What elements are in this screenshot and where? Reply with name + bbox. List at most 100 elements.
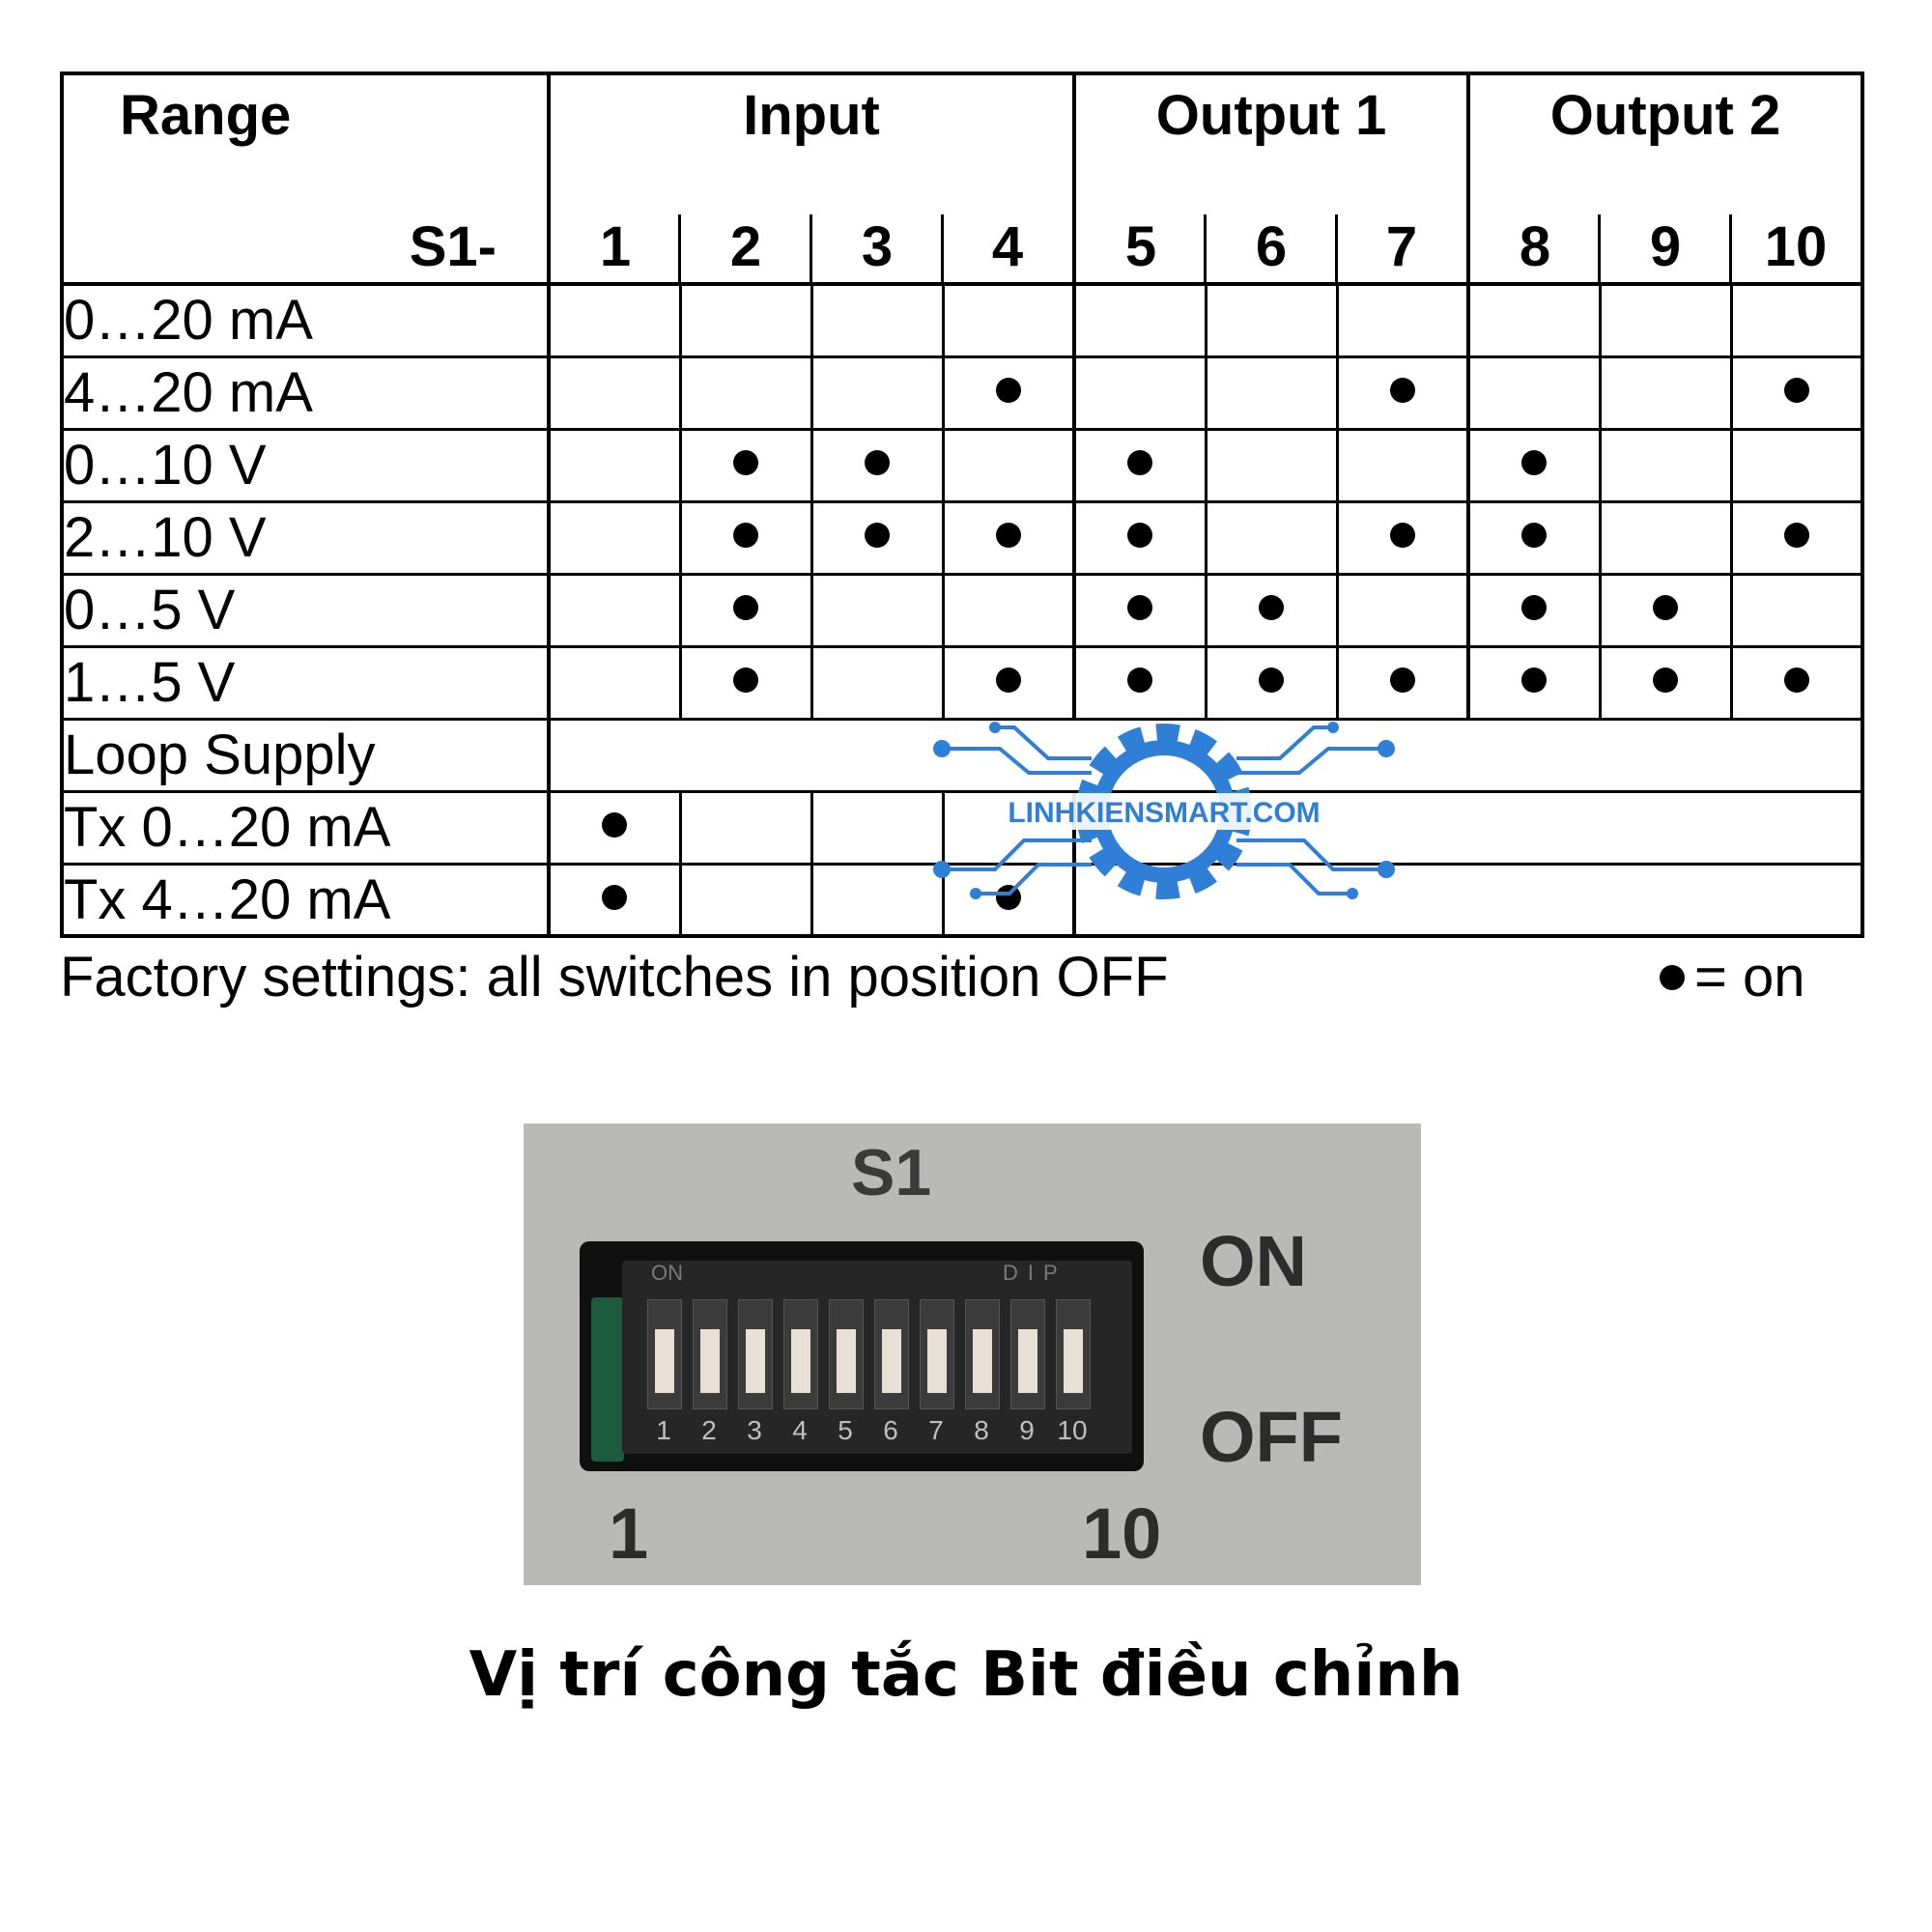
switch-cell bbox=[1731, 356, 1862, 431]
photo-last-number: 10 bbox=[1082, 1493, 1162, 1574]
table-row: 4…20 mA bbox=[62, 356, 1862, 431]
switch-cell bbox=[1074, 574, 1208, 648]
on-dot-icon bbox=[1259, 668, 1284, 693]
switch-cell bbox=[943, 501, 1076, 576]
on-dot-icon bbox=[733, 668, 758, 693]
on-dot-icon bbox=[733, 523, 758, 548]
switch-cell bbox=[811, 429, 945, 503]
on-dot-icon bbox=[865, 523, 890, 548]
dip-switch-number: 5 bbox=[838, 1415, 853, 1445]
switch-cell bbox=[1337, 574, 1470, 648]
switch-cell bbox=[1206, 284, 1339, 358]
switch-cell bbox=[1731, 284, 1862, 358]
dip-switch bbox=[647, 1299, 682, 1409]
switch-cell bbox=[1074, 356, 1208, 431]
switch-cell bbox=[811, 791, 945, 866]
switch-cell bbox=[943, 864, 1076, 936]
table-row: 0…5 V bbox=[62, 574, 1862, 648]
range-label: Loop Supply bbox=[62, 719, 551, 793]
dip-switch-number: 10 bbox=[1057, 1415, 1088, 1445]
switch-cell bbox=[943, 646, 1076, 721]
switch-cell bbox=[811, 284, 945, 358]
dip-switch bbox=[920, 1299, 954, 1409]
factory-settings-note: Factory settings: all switches in positi… bbox=[60, 946, 1169, 1009]
caption: Vị trí công tắc Bit điều chỉnh bbox=[469, 1639, 1463, 1711]
range-label: 0…20 mA bbox=[62, 284, 551, 358]
range-label: 2…10 V bbox=[62, 501, 551, 576]
on-dot-icon bbox=[602, 884, 628, 910]
watermark-logo: LINHKIENSMART.COM bbox=[933, 722, 1395, 899]
watermark-text-band bbox=[1017, 793, 1311, 830]
dip-lever bbox=[1018, 1329, 1037, 1393]
switch-cell bbox=[549, 429, 682, 503]
table-row: 2…10 V bbox=[62, 501, 1862, 576]
on-dot-icon bbox=[1783, 523, 1809, 548]
switch-cell bbox=[943, 356, 1076, 431]
photo-on-label: ON bbox=[1200, 1221, 1307, 1301]
dip-mark: DIP bbox=[1003, 1261, 1067, 1285]
switch-cell bbox=[1468, 429, 1602, 503]
on-dot-icon bbox=[1521, 450, 1548, 475]
switch-cell bbox=[1600, 356, 1733, 431]
group-header: Output 2 bbox=[1549, 84, 1781, 147]
range-header: Range bbox=[62, 73, 551, 211]
dip-switch-number: 6 bbox=[883, 1415, 898, 1445]
range-label: Tx 0…20 mA bbox=[62, 791, 551, 866]
legend-dot-icon bbox=[1660, 964, 1685, 990]
switch-number-header: 3 bbox=[811, 211, 944, 286]
switch-cell bbox=[1600, 429, 1733, 503]
switch-cell bbox=[680, 646, 813, 721]
switch-cell bbox=[1600, 646, 1733, 721]
table-row: Tx 4…20 mA bbox=[62, 864, 1862, 936]
switch-cell bbox=[1600, 501, 1733, 576]
s1-label: S1- bbox=[62, 211, 551, 286]
switch-cell bbox=[680, 501, 813, 576]
dip-switch bbox=[829, 1299, 864, 1409]
switch-cell bbox=[680, 791, 813, 866]
switch-cell bbox=[943, 429, 1076, 503]
dip-switch-number: 8 bbox=[974, 1415, 989, 1445]
switch-cell bbox=[1468, 356, 1602, 431]
switch-cell bbox=[1731, 646, 1862, 721]
group-header: Input bbox=[549, 73, 1076, 211]
switch-cell bbox=[811, 646, 945, 721]
switch-number-header: 6 bbox=[1206, 211, 1338, 286]
legend: = on bbox=[1660, 945, 1805, 1009]
switch-cell bbox=[1074, 429, 1208, 503]
switch-cell bbox=[1468, 646, 1602, 721]
switch-cell bbox=[680, 574, 813, 648]
switch-cell bbox=[943, 284, 1076, 358]
switch-cell bbox=[1468, 501, 1602, 576]
dip-switch bbox=[783, 1299, 818, 1409]
on-dot-icon bbox=[1521, 595, 1548, 620]
on-dot-icon bbox=[995, 378, 1021, 403]
dip-switch bbox=[693, 1299, 727, 1409]
switch-cell bbox=[549, 284, 682, 358]
switch-number-header: 8 bbox=[1468, 211, 1600, 286]
dip-lever bbox=[973, 1329, 992, 1393]
switch-cell bbox=[1468, 574, 1602, 648]
switch-cell bbox=[1337, 429, 1470, 503]
switch-cell bbox=[680, 284, 813, 358]
table-row: 1…5 V bbox=[62, 646, 1862, 721]
switch-number-header: 7 bbox=[1337, 211, 1470, 286]
switch-cell bbox=[1337, 356, 1470, 431]
switch-cell bbox=[1074, 284, 1208, 358]
switch-cell bbox=[1600, 574, 1733, 648]
switch-number-header: 5 bbox=[1074, 211, 1206, 286]
switch-cell bbox=[1731, 429, 1862, 503]
on-dot-icon bbox=[1127, 668, 1153, 693]
switch-cell bbox=[1731, 501, 1862, 576]
switch-cell bbox=[1337, 646, 1470, 721]
switch-cell bbox=[1337, 501, 1470, 576]
photo-switch-label: S1 bbox=[851, 1136, 932, 1209]
on-dot-icon bbox=[995, 668, 1021, 693]
switch-cell bbox=[943, 574, 1076, 648]
on-dot-icon bbox=[1127, 450, 1153, 475]
switch-cell bbox=[1337, 284, 1470, 358]
circuit-lines-right bbox=[1236, 725, 1386, 895]
range-label: 4…20 mA bbox=[62, 356, 551, 431]
switch-cell bbox=[680, 356, 813, 431]
on-dot-icon bbox=[865, 450, 890, 475]
